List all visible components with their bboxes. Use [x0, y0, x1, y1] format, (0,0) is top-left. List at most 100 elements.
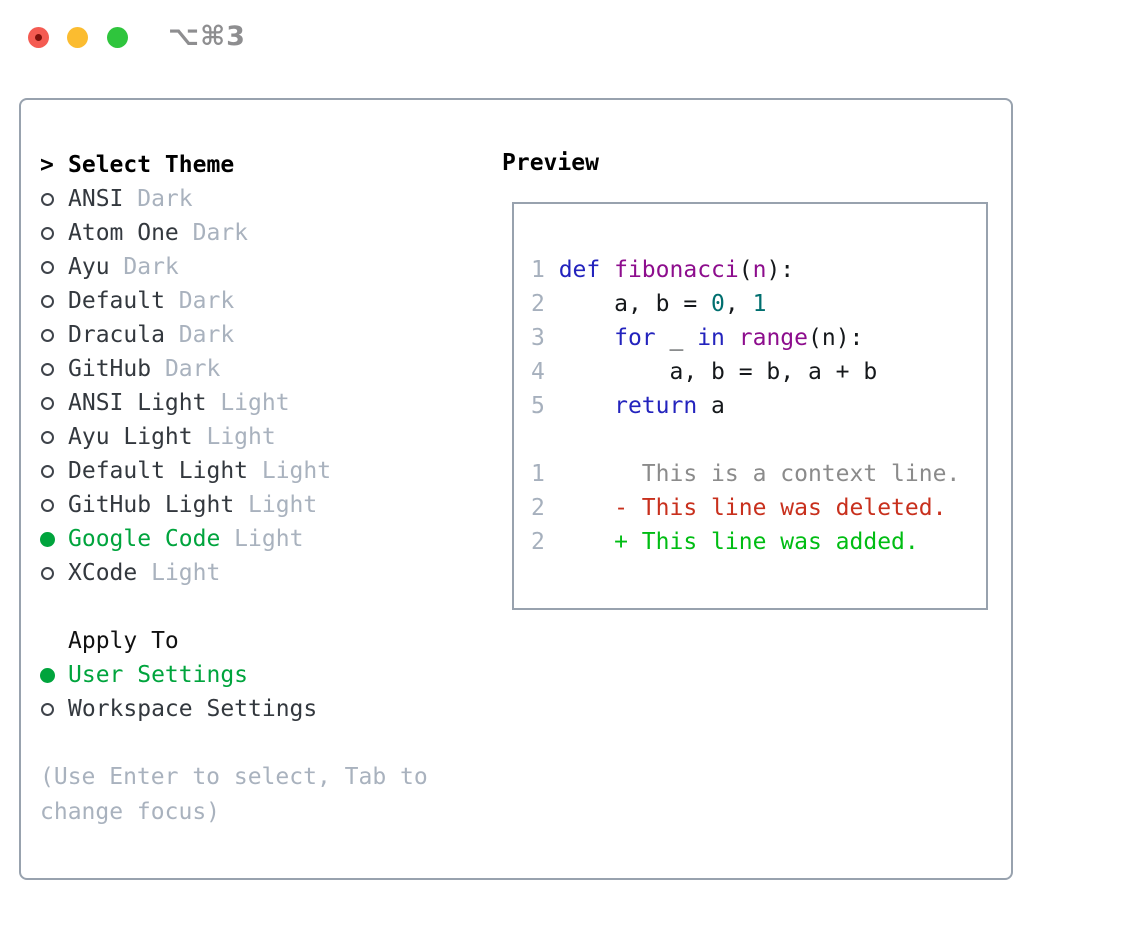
option-label: ANSI Light — [68, 390, 207, 416]
line-number: 2 — [531, 495, 559, 521]
theme-option-ayu[interactable]: Ayu Dark — [40, 250, 500, 284]
zoom-button[interactable] — [107, 27, 128, 48]
radio-icon — [41, 566, 54, 580]
marker-col — [40, 396, 68, 410]
code-token: fibonacci — [614, 257, 739, 283]
apply-to-header-row: Apply To — [40, 624, 500, 658]
apply-option-user-settings[interactable]: User Settings — [40, 658, 500, 692]
code-token — [559, 325, 614, 351]
code-line — [531, 423, 986, 457]
option-label: XCode — [68, 560, 138, 586]
code-line: 5 return a — [531, 389, 986, 423]
marker-col — [40, 531, 68, 547]
option-label: Default — [68, 288, 165, 314]
marker-col — [40, 192, 68, 206]
theme-option-ansi[interactable]: ANSI Dark — [40, 182, 500, 216]
option-label: GitHub Light — [68, 492, 235, 518]
option-variant-label: Dark — [164, 288, 235, 314]
radio-icon — [41, 396, 54, 410]
radio-icon — [41, 464, 54, 478]
code-line: 3 for _ in range(n): — [531, 321, 986, 355]
code-token: + This line was added. — [558, 529, 919, 555]
option-label: Ayu Light — [68, 424, 193, 450]
preview-title: Preview — [502, 150, 599, 176]
minimize-button[interactable] — [67, 27, 88, 48]
marker-col — [40, 328, 68, 342]
code-token — [725, 325, 739, 351]
code-token: , — [724, 291, 753, 317]
option-variant-label: Dark — [109, 254, 179, 280]
code-token: (n): — [808, 325, 864, 351]
code-token: for — [614, 325, 656, 351]
marker-col — [40, 464, 68, 478]
theme-option-ansi-light[interactable]: ANSI Light Light — [40, 386, 500, 420]
marker-col — [40, 498, 68, 512]
radio-icon — [41, 294, 54, 308]
radio-selected-icon — [40, 531, 55, 547]
option-variant-label: Light — [192, 424, 276, 450]
code-line: 2 - This line was deleted. — [531, 491, 986, 525]
theme-option-atom-one[interactable]: Atom One Dark — [40, 216, 500, 250]
theme-option-dracula[interactable]: Dracula Dark — [40, 318, 500, 352]
code-token: 1 — [752, 291, 767, 317]
radio-icon — [41, 328, 54, 342]
code-token: return — [614, 393, 698, 419]
code-token: _ — [655, 325, 698, 351]
theme-option-google-code[interactable]: Google Code Light — [40, 522, 500, 556]
code-token: a, b = b, a + b — [558, 359, 878, 385]
marker-col — [40, 362, 68, 376]
option-variant-label: Light — [248, 458, 332, 484]
option-variant-label: Light — [220, 526, 304, 552]
code-token: - This line was deleted. — [558, 495, 947, 521]
cursor-arrow-icon: > — [40, 152, 54, 178]
theme-option-github-light[interactable]: GitHub Light Light — [40, 488, 500, 522]
option-variant-label: Dark — [123, 186, 193, 212]
code-token: ( — [738, 257, 753, 283]
apply-option-workspace-settings[interactable]: Workspace Settings — [40, 692, 500, 726]
option-variant-label: Light — [137, 560, 221, 586]
option-label: Dracula — [68, 322, 165, 348]
option-label: Workspace Settings — [68, 696, 318, 722]
spacer — [40, 590, 500, 624]
line-number: 3 — [531, 325, 559, 351]
code-token: n — [752, 257, 767, 283]
radio-selected-icon — [40, 667, 55, 683]
radio-icon — [41, 362, 54, 376]
marker-col — [40, 294, 68, 308]
option-label: GitHub — [68, 356, 152, 382]
line-number: 1 — [531, 461, 559, 487]
code-token — [600, 257, 614, 283]
marker-col — [40, 226, 68, 240]
option-label: User Settings — [68, 662, 249, 688]
radio-icon — [41, 260, 54, 274]
code-line: 1 This is a context line. — [531, 457, 986, 491]
theme-option-default[interactable]: Default Dark — [40, 284, 500, 318]
theme-option-github[interactable]: GitHub Dark — [40, 352, 500, 386]
radio-icon — [41, 226, 54, 240]
theme-option-ayu-light[interactable]: Ayu Light Light — [40, 420, 500, 454]
close-button[interactable] — [28, 27, 49, 48]
line-number: 4 — [531, 359, 559, 385]
code-token — [559, 393, 614, 419]
marker-col — [40, 667, 68, 683]
code-line: 1 def fibonacci(n): — [531, 253, 986, 287]
marker-col — [40, 430, 68, 444]
code-line: 2 + This line was added. — [531, 525, 986, 559]
code-token: def — [558, 257, 601, 283]
option-label: Google Code — [68, 526, 221, 552]
code-token: This is a context line. — [558, 461, 961, 487]
code-token: a — [697, 393, 725, 419]
code-token: ): — [766, 257, 795, 283]
marker-col — [40, 702, 68, 716]
theme-option-xcode[interactable]: XCode Light — [40, 556, 500, 590]
line-number: 5 — [531, 393, 559, 419]
option-label: Atom One — [68, 220, 179, 246]
code-line: 4 a, b = b, a + b — [531, 355, 986, 389]
theme-option-default-light[interactable]: Default Light Light — [40, 454, 500, 488]
option-variant-label: Dark — [178, 220, 249, 246]
title-bar: ⌥⌘3 — [0, 0, 1140, 70]
